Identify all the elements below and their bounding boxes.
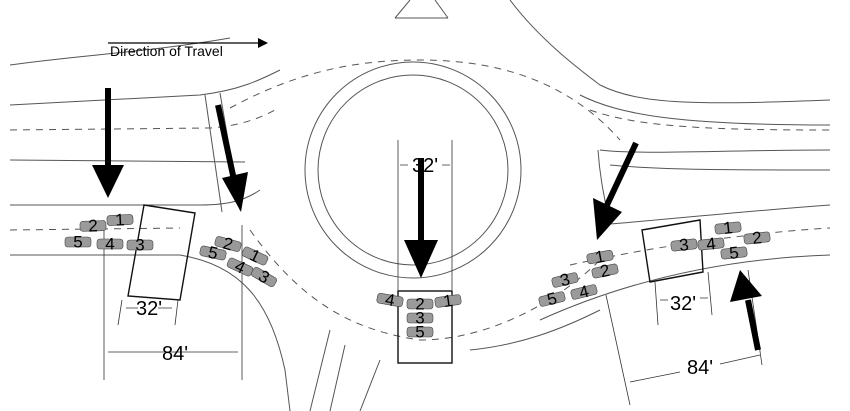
car-number: 4 [705, 234, 716, 254]
car-number: 5 [545, 289, 559, 310]
car-number: 3 [135, 236, 144, 255]
direction-of-travel-label: Direction of Travel [110, 43, 223, 59]
car: 1 [586, 247, 614, 267]
east-median-bottom [609, 164, 831, 171]
car: 5 [538, 289, 566, 310]
east-entry-top [599, 204, 831, 226]
east-entry-lane [569, 227, 831, 266]
car-number: 2 [751, 228, 762, 248]
car-number: 3 [558, 270, 572, 291]
circulating-lane-north [229, 59, 621, 141]
car: 5 [64, 233, 92, 252]
east-exit-lane [589, 109, 831, 131]
car-group-west-approach: 1 2 5 4 3 [64, 210, 154, 255]
left-span-dimension: 84' [162, 343, 188, 365]
car: 3 [551, 270, 579, 291]
left-dimensions: 32' 84' [103, 220, 243, 380]
central-island-outer [304, 61, 522, 279]
car: 4 [226, 256, 254, 278]
north-leg [394, 0, 449, 19]
car: 3 [251, 266, 277, 288]
east-exit-top [579, 94, 831, 126]
car-number: 4 [384, 290, 397, 310]
west-median-top [9, 69, 281, 106]
east-entry-bottom [539, 254, 831, 321]
right-dimensions: 32' 84' [605, 269, 763, 406]
car-number: 1 [722, 218, 733, 238]
car: 4 [376, 290, 404, 310]
car: 1 [434, 291, 462, 311]
left-zone-dimension: 32' [136, 298, 162, 320]
right-detection-zone [641, 219, 704, 283]
car-group-east-approach: 3 4 1 2 5 [670, 218, 771, 263]
car: 5 [199, 243, 227, 264]
car: 5 [720, 243, 748, 263]
car-number: 2 [598, 261, 611, 282]
car-group-east-entry: 1 2 3 4 5 [538, 247, 619, 310]
northeast-edge [509, 0, 831, 104]
west-lane-line [9, 109, 276, 131]
car: 4 [570, 282, 598, 303]
east-median-top [599, 149, 831, 153]
car-number: 5 [728, 243, 739, 263]
car: 3 [126, 236, 154, 255]
left-detection-zone [127, 204, 196, 301]
car: 3 [406, 309, 434, 328]
west-entry-lane [9, 227, 181, 231]
west-entry-bottom [10, 254, 291, 411]
center-arrow-icon [404, 158, 438, 278]
car-number: 2 [88, 216, 98, 235]
car: 5 [406, 323, 434, 342]
car: 4 [697, 234, 725, 254]
car: 4 [96, 235, 124, 254]
car-number: 5 [206, 243, 219, 264]
car-number: 3 [678, 235, 689, 255]
east-approach-arrow-icon [730, 270, 762, 351]
center-detection-zone [397, 290, 453, 364]
west-entry-top [10, 189, 261, 206]
west-approach-arrow-icon [92, 88, 124, 198]
right-span-dimension: 84' [687, 357, 713, 379]
car: 2 [743, 228, 771, 248]
right-zone-dimension: 32' [670, 293, 696, 315]
car-number: 5 [73, 233, 82, 252]
east-entry-arrow-icon [593, 141, 639, 240]
west-median-bottom [9, 159, 246, 163]
car-number: 4 [105, 235, 114, 254]
car: 1 [714, 218, 742, 238]
car-number: 1 [594, 247, 607, 267]
car: 2 [79, 216, 107, 236]
car-number: 4 [577, 282, 591, 303]
car: 2 [406, 295, 434, 314]
car-group-west-exit: 2 1 5 4 3 [199, 234, 277, 288]
car: 1 [241, 245, 269, 267]
car-number: 5 [415, 323, 424, 342]
car: 3 [670, 235, 698, 255]
car-number: 1 [115, 210, 125, 229]
car: 1 [106, 210, 134, 230]
south-leg [309, 309, 601, 411]
west-splitter-arrow-icon [215, 104, 248, 212]
center-zone-dimension: 32' [412, 155, 438, 177]
direction-arrow-head-icon [258, 38, 268, 48]
central-island-inner [317, 74, 509, 266]
car-group-south-circulating: 4 2 1 3 5 [376, 290, 462, 342]
car-number: 3 [415, 309, 424, 328]
car-number: 2 [415, 295, 424, 314]
car: 2 [591, 261, 619, 282]
car: 2 [214, 234, 242, 254]
car-number: 1 [442, 291, 454, 311]
